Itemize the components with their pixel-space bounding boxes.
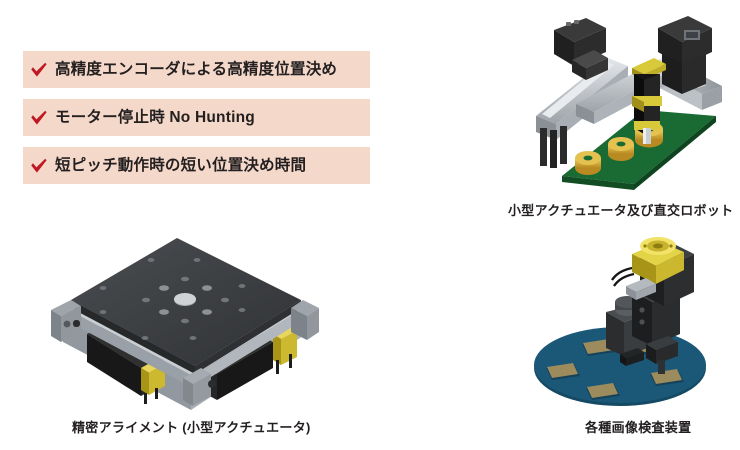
feature-item-label: 短ピッチ動作時の短い位置決め時間 [55, 156, 307, 174]
feature-item-label: モーター停止時 No Hunting [55, 108, 255, 126]
feature-item: 短ピッチ動作時の短い位置決め時間 [23, 147, 370, 184]
alignment-stage-caption: 精密アライメント (小型アクチュエータ) [72, 420, 311, 435]
gantry-robot-figure [516, 8, 740, 194]
feature-item: 高精度エンコーダによる高精度位置決め [23, 51, 370, 88]
gold-puck [608, 137, 634, 161]
inspection-device-illustration [534, 237, 706, 406]
feature-item: モーター停止時 No Hunting [23, 99, 370, 136]
check-mark-icon [31, 158, 47, 173]
inspection-device-figure [528, 232, 740, 410]
alignment-stage-illustration [51, 238, 319, 410]
check-mark-icon [31, 110, 47, 125]
inspection-device-caption: 各種画像検査装置 [585, 420, 692, 435]
gantry-robot-caption: 小型アクチュエータ及び直交ロボット [508, 203, 734, 218]
motor-head [632, 237, 684, 284]
check-mark-icon [31, 62, 47, 77]
feature-item-label: 高精度エンコーダによる高精度位置決め [55, 60, 338, 78]
alignment-stage-figure [45, 238, 335, 410]
inspection-chip [546, 363, 580, 380]
inspection-chip [586, 383, 620, 400]
feature-highlight-list: 高精度エンコーダによる高精度位置決め モーター停止時 No Hunting 短ピ… [23, 51, 370, 184]
gold-puck [575, 151, 601, 175]
gantry-robot-illustration [536, 16, 722, 190]
